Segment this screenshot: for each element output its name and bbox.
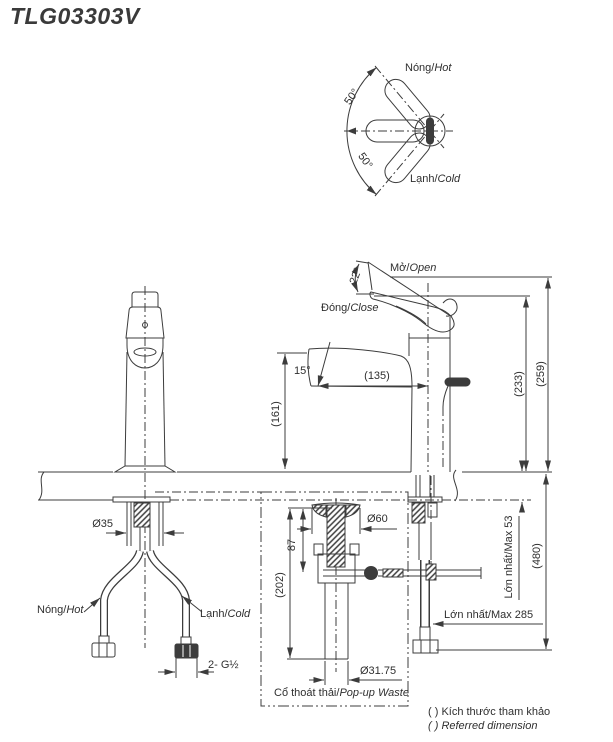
side-hose-nut — [412, 639, 439, 654]
hot-leader — [83, 597, 101, 613]
countertop — [38, 469, 552, 502]
lever-nut — [382, 568, 404, 578]
mounting-washer — [112, 496, 171, 503]
cold-leader — [181, 595, 203, 613]
note-reference-en: ( ) Referred dimension — [428, 720, 538, 732]
rotation-cold-label: Lạnh/Cold — [410, 173, 461, 185]
popup-detail-box — [260, 491, 409, 707]
hot-hose-nut — [91, 642, 116, 658]
side-hose-tube — [419, 626, 431, 641]
dim-waste-length: (202) — [274, 572, 286, 598]
flange-left-wing — [311, 504, 327, 518]
model-number: TLG03303V — [10, 3, 140, 29]
handle-closed — [369, 291, 455, 333]
dim-max-deck: Lớn nhất/Max 53 — [503, 515, 515, 599]
reference-tick — [347, 127, 356, 135]
supply-hot-label: Nóng/Hot — [37, 604, 84, 616]
note-reference-vi: ( ) Kích thước tham khảo — [428, 706, 551, 718]
dim-spout-reach: (135) — [364, 370, 390, 382]
dimension-annotations — [83, 276, 552, 685]
dim-flange-depth: 87 — [286, 538, 298, 552]
handle-center-position — [365, 119, 425, 143]
dim-height-closed: (233) — [513, 371, 525, 397]
dim-max-rod: Lớn nhất/Max 285 — [444, 609, 534, 621]
spout-underside — [126, 337, 164, 369]
open-label: Mở/Open — [390, 262, 437, 274]
head-block — [125, 306, 165, 339]
base-plate — [113, 465, 177, 473]
counter-break-right — [453, 469, 458, 502]
flange-top — [311, 502, 361, 506]
side-view-faucet — [307, 260, 482, 654]
aerator — [133, 347, 157, 357]
rod-clamp — [425, 563, 437, 581]
dim-flange-dia: Ø60 — [367, 513, 388, 525]
stream-angle-label: 15° — [294, 365, 311, 377]
handle-rotation-diagram — [344, 65, 453, 197]
hot-hose-tube — [98, 635, 110, 644]
mounting-nut-side — [411, 502, 426, 524]
rotation-hot-label: Nóng/Hot — [405, 62, 452, 74]
counter-break-left — [38, 471, 45, 501]
rotation-arc — [346, 67, 377, 195]
button-detail — [142, 322, 148, 328]
dim-base-dia: Ø35 — [92, 518, 113, 530]
dim-waste-pipe-dia: Ø31.75 — [360, 665, 397, 677]
close-label: Đóng/Close — [321, 302, 379, 314]
spout-top — [308, 347, 413, 473]
cold-hose-nut — [174, 643, 199, 659]
cold-hose-tube — [180, 636, 192, 645]
dim-thread: 2- G½ — [208, 659, 239, 671]
lever-ball-joint — [364, 566, 378, 580]
lift-rod-knob — [444, 377, 471, 387]
waste-stem — [326, 504, 346, 568]
waste-housing — [317, 553, 356, 584]
handle-end-section — [426, 117, 434, 145]
dim-spout-height: (161) — [270, 401, 282, 427]
open-angle-arc — [351, 263, 360, 293]
stream-angle-line — [317, 341, 331, 387]
dim-total-depth: (480) — [531, 543, 543, 569]
front-view-faucet — [112, 286, 177, 648]
popup-waste-label: Cổ thoát thải/Pop-up Waste — [274, 687, 409, 699]
dim-height-open: (259) — [535, 361, 547, 387]
flange-right-wing — [345, 504, 361, 518]
supply-cold-label: Lạnh/Cold — [200, 608, 251, 620]
mounting-nut — [133, 502, 151, 528]
spout-tip-face — [307, 348, 312, 387]
popup-waste-assembly — [260, 491, 409, 707]
handle-open-knuckle — [442, 298, 458, 317]
